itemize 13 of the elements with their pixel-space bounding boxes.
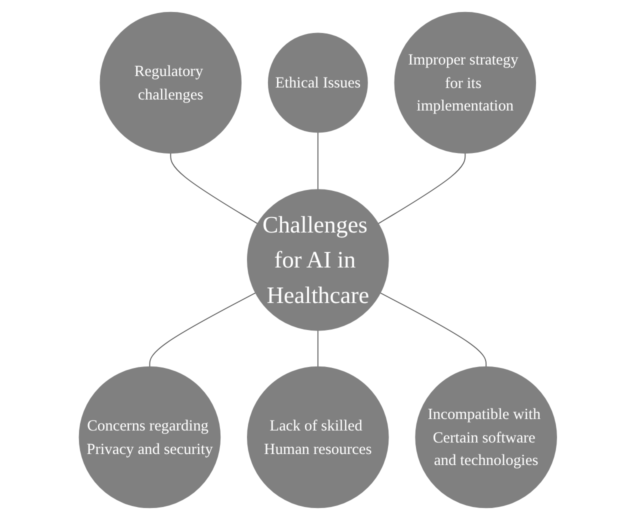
connector [377, 152, 466, 224]
node-circle: Lack of skilled Human resources [246, 366, 388, 508]
connector [148, 292, 256, 368]
node-circle: Regulatory challenges [99, 12, 242, 154]
node-circle: Ethical Issues [268, 32, 368, 133]
node-circle: Concerns regarding Privacy and security [78, 366, 220, 508]
connector [317, 330, 318, 368]
node-circle: Challenges for AI in Healthcare [246, 189, 388, 331]
node-circle: Incompatible with Certain software and technologies [414, 366, 557, 508]
connector [170, 152, 258, 224]
connector [317, 132, 318, 190]
connector [379, 292, 486, 368]
node-circle: Improper strategy for its implementation [394, 12, 536, 154]
